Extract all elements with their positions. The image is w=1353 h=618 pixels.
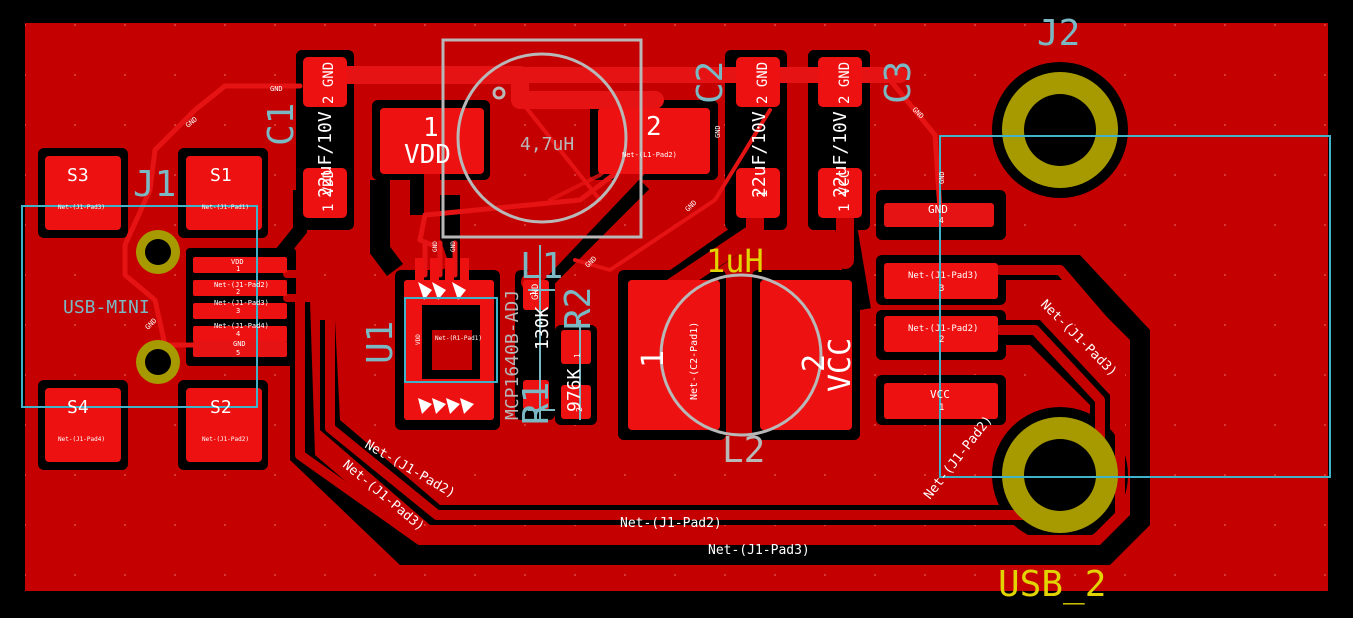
j2-pad1-net: VCC xyxy=(930,388,950,401)
j1-pin2-num: 2 xyxy=(236,288,240,296)
l2-pin1-net: Net-(C2-Pad1) xyxy=(689,322,700,400)
u1-ref-label: U1 xyxy=(360,321,401,364)
j1-pin3-net: Net-(J1-Pad3) xyxy=(214,299,269,307)
l2-value-label: 1uH xyxy=(706,242,764,280)
gnd-traces xyxy=(122,66,943,348)
j1-shield-s3 xyxy=(45,156,121,230)
r1-ref-label: R1 xyxy=(516,382,557,425)
j2-gnd-pad-net: GND xyxy=(928,203,948,216)
c1-pad-1 xyxy=(303,168,347,218)
j1-pin1-net: VDD xyxy=(231,258,244,266)
c2-value-label: 22uF/10V xyxy=(749,111,770,198)
c3-pad-2 xyxy=(818,57,862,107)
u1-package xyxy=(415,258,480,419)
l2-pin2-num: 2 xyxy=(797,354,832,372)
j1-pin5-net: GND xyxy=(233,340,246,348)
s2-label: S2 xyxy=(210,397,232,418)
j1-pin3-num: 3 xyxy=(236,307,240,315)
c2-top-pad-label: 2 GND xyxy=(755,62,771,104)
s3-label: S3 xyxy=(67,165,89,186)
usb-mini-label: USB-MINI xyxy=(63,297,150,318)
j2-pad2-net: Net-(J1-Pad2) xyxy=(908,324,978,334)
j1-pin2-net: Net-(J1-Pad2) xyxy=(214,281,269,289)
smd-pads xyxy=(45,57,998,462)
r2-value-label: 130K xyxy=(532,306,553,350)
l1-pin2-num: 2 xyxy=(646,112,662,142)
j2-ref-label: J2 xyxy=(1037,13,1080,54)
j2-pad3-num: 3 xyxy=(939,284,944,294)
r1-pin1-num: 1 xyxy=(529,291,538,296)
gnd-label-9: GND xyxy=(432,241,439,252)
u1-left-net: VDD xyxy=(415,334,422,345)
l1-pin1-num: 1 xyxy=(423,113,439,143)
c1-value-label: 22uF/10V xyxy=(315,111,336,198)
c3-bot-pad-label: 1 VCC xyxy=(837,170,853,212)
l1-ref-label: L1 xyxy=(520,246,563,287)
c1-bot-pad-label: 1 VDD xyxy=(321,170,337,212)
j1-shield-s1 xyxy=(186,156,262,230)
l2-pad-1 xyxy=(628,280,720,430)
j2-gnd-pad-num: 4 xyxy=(939,216,944,225)
mounting-holes xyxy=(136,72,1118,533)
c2-pad-1 xyxy=(736,168,780,218)
c1-top-pad-label: 2 GND xyxy=(321,62,337,104)
r1-pad-2 xyxy=(523,380,549,410)
s4-net: Net-(J1-Pad4) xyxy=(58,436,105,443)
j1-ref-label: J1 xyxy=(133,164,176,205)
l1-value-label: 4,7uH xyxy=(520,134,574,155)
gnd-label-1: GND xyxy=(270,85,283,93)
s4-label: S4 xyxy=(67,397,89,418)
r1-pin2-num: 2 xyxy=(575,407,584,412)
s1-net: Net-(J1-Pad1) xyxy=(202,204,249,211)
silkscreen-outlines xyxy=(21,38,1331,478)
s2-net: Net-(J1-Pad2) xyxy=(202,436,249,443)
c2-bot-pad-label: 1 xyxy=(755,190,771,198)
l1-pin2-net: Net-(L1-Pad2) xyxy=(622,151,677,159)
track-label-net3: Net-(J1-Pad3) xyxy=(708,543,810,558)
j1-pin4-num: 4 xyxy=(236,330,240,338)
gnd-label-4: GND xyxy=(714,125,722,138)
c3-top-pad-label: 2 GND xyxy=(837,62,853,104)
l2-pin2-net: VCC xyxy=(823,338,858,392)
track-label-net2: Net-(J1-Pad2) xyxy=(620,516,722,531)
j2-pad2-num: 2 xyxy=(939,335,944,345)
c2-pad-2 xyxy=(736,57,780,107)
c1-pad-2 xyxy=(303,57,347,107)
u1-net-label: Net-(R1-Pad1) xyxy=(435,335,482,342)
c3-pad-1 xyxy=(818,168,862,218)
u1-value-label: MCP1640B-ADJ xyxy=(502,290,523,420)
r2-pad-1 xyxy=(561,330,591,364)
r1-pad-1 xyxy=(523,280,549,310)
s3-net: Net-(J1-Pad3) xyxy=(58,204,105,211)
usb-2-label: USB_2 xyxy=(998,564,1106,605)
s1-label: S1 xyxy=(210,165,232,186)
l2-pin1-num: 1 xyxy=(636,350,671,368)
j2-pad1-num: 1 xyxy=(939,403,944,413)
j2-pad3-net: Net-(J1-Pad3) xyxy=(908,271,978,281)
r2-pin-net: GND xyxy=(531,284,541,300)
c1-ref-label: C1 xyxy=(261,103,302,146)
l1-pin1-net: VDD xyxy=(404,140,451,170)
j1-pin5-num: 5 xyxy=(236,349,240,357)
c2-ref-label: C2 xyxy=(690,61,731,104)
j1-pin4-net: Net-(J1-Pad4) xyxy=(214,322,269,330)
gnd-label-10: GND xyxy=(450,241,457,252)
c3-value-label: 22uF/10V xyxy=(830,111,851,198)
j1-pin1-num: 1 xyxy=(236,265,240,273)
l2-ref-label: L2 xyxy=(722,430,765,471)
c3-ref-label: C3 xyxy=(878,61,919,104)
r1-value-label: 976K xyxy=(564,368,585,412)
r2-pad-2 xyxy=(561,385,591,419)
gnd-label-6: GND xyxy=(938,171,946,184)
r2-ref-label: R2 xyxy=(558,287,599,330)
l2-pad-2 xyxy=(760,280,852,430)
r2-pin1-num: 1 xyxy=(573,353,582,358)
